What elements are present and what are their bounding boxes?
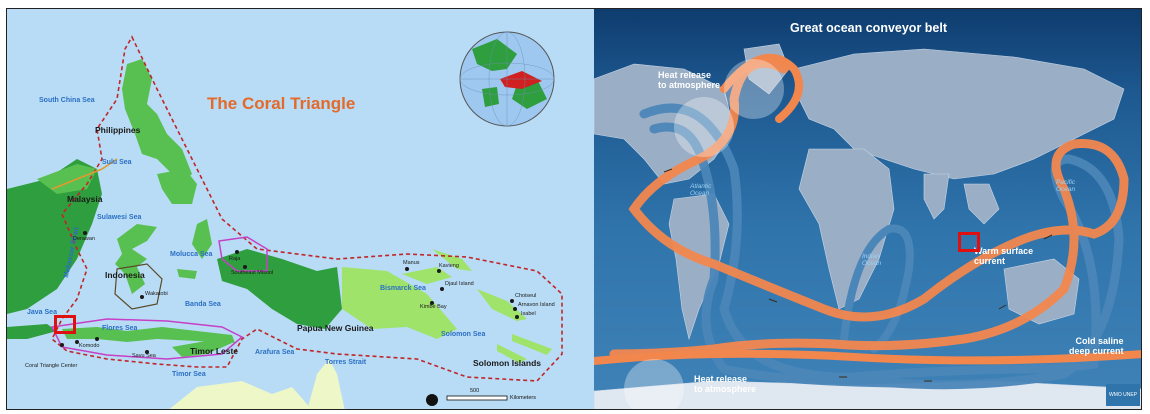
label-south-china-sea: South China Sea [39, 97, 95, 104]
coral-map-graphic [7, 31, 563, 409]
place-arnavon-island: Arnavon Island [518, 302, 555, 308]
eez-line-orange [51, 158, 118, 190]
seascape-lesser-sunda [50, 318, 244, 360]
place-isabel: Isabel [521, 311, 536, 317]
warm-southern-band [594, 349, 1141, 365]
cold-deep-current [639, 103, 1124, 390]
new-guinea-west [217, 249, 342, 329]
label-solomon-islands: Solomon Islands [473, 358, 542, 368]
africa [798, 148, 895, 310]
figure-frame: The Coral Triangle South China Sea Sulu … [6, 8, 1142, 410]
globe-land [472, 39, 547, 109]
place-kimbe-bay: Kimbe Bay [420, 304, 447, 310]
warm-north-loop [720, 53, 803, 123]
label-molucca-sea: Molucca Sea [170, 251, 213, 258]
borneo-landmass [7, 159, 102, 314]
cape-york [307, 359, 345, 409]
label-bismarck-sea: Bismarck Sea [380, 285, 426, 292]
wmo-unep-logo: WMO UNEP [1106, 384, 1140, 406]
heat-halo-bottom [624, 359, 684, 409]
place-dots [60, 231, 519, 354]
label-banda-sea: Banda Sea [185, 301, 221, 308]
label-java-sea: Java Sea [27, 309, 57, 316]
place-komodo: Komodo [79, 343, 100, 349]
label-indonesia: Indonesia [105, 270, 145, 280]
coral-triangle-map: The Coral Triangle South China Sea Sulu … [7, 9, 594, 409]
label-png: Papua New Guinea [297, 323, 374, 333]
continents [594, 43, 1141, 409]
mindanao [157, 169, 197, 204]
globe-highlight [500, 71, 542, 89]
seascape-wakatobi [114, 263, 163, 310]
australia [1003, 258, 1080, 325]
place-manus: Manus [403, 260, 420, 266]
new-guinea-east [342, 267, 457, 339]
place-djaul-island: Djaul Island [445, 281, 474, 287]
label-sulawesi-sea: Sulawesi Sea [97, 214, 142, 221]
place-wakatobi: Wakatobi [145, 291, 168, 297]
place-savu-sea: Savu Sea [132, 353, 156, 359]
antarctica [594, 380, 1141, 409]
coral-map-title: The Coral Triangle [207, 94, 356, 113]
solomon-landmass [477, 289, 552, 363]
label-malaysia: Malaysia [67, 194, 103, 204]
europe-asia [793, 48, 1125, 180]
philippines-landmass [122, 59, 192, 184]
warm-surface-current [609, 58, 1129, 359]
coral-triangle-boundary [50, 35, 563, 382]
india [923, 173, 950, 220]
heat-halo-top-1 [674, 97, 734, 157]
label-philippines: Philippines [95, 125, 141, 135]
globe-grid [459, 31, 555, 127]
lesser-sunda-islands [62, 327, 235, 343]
label-sulu-sea: Sulu Sea [102, 159, 132, 166]
place-raja: Raja [229, 256, 241, 262]
north-arrow-icon [426, 394, 438, 406]
label-timor-sea: Timor Sea [172, 371, 206, 378]
java-island [7, 324, 57, 339]
scale-bar [446, 395, 508, 401]
scale-unit: Kilometers [510, 395, 536, 401]
place-southeast-misool: Southeast Misool [231, 270, 274, 276]
label-flores-sea: Flores Sea [102, 325, 138, 332]
place-coral-triangle-center: Coral Triangle Center [25, 363, 78, 369]
label-timor-leste: Timor Leste [190, 346, 239, 356]
place-kavieng: Kavieng [439, 263, 459, 269]
location-marker-left [54, 315, 76, 334]
borneo-north [37, 164, 97, 194]
place-derawan: Derawan [73, 236, 96, 242]
label-arafura-sea: Arafura Sea [255, 349, 295, 356]
timor-island [172, 339, 232, 357]
flow-arrows [663, 168, 1053, 382]
australia-north [169, 381, 311, 409]
cold-indian-loop [840, 224, 914, 353]
se-asia [963, 183, 1000, 225]
conveyor-graphic [594, 43, 1141, 409]
conveyor-title: Great ocean conveyor belt [790, 21, 948, 35]
seascape-birdshead [218, 236, 268, 272]
sulawesi-landmass [115, 224, 157, 294]
heat-halo-top-2 [724, 59, 784, 119]
location-marker-right [958, 232, 980, 252]
scale-value: 500 [470, 388, 480, 394]
label-solomon-sea: Solomon Sea [441, 331, 486, 338]
label-torres-strait: Torres Strait [325, 359, 367, 366]
maluku-islands [177, 219, 212, 279]
new-ireland [432, 249, 472, 271]
place-choiseul: Choiseul [515, 293, 537, 299]
